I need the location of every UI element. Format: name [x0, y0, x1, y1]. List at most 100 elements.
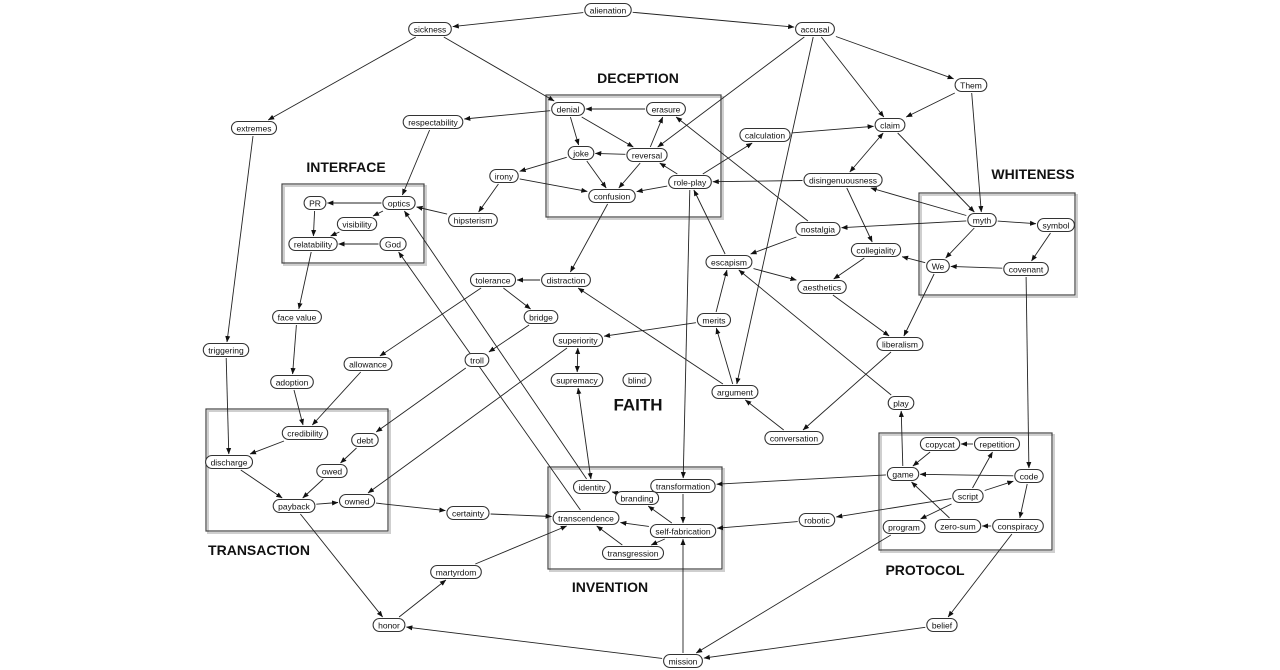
- node-conversation[interactable]: conversation: [764, 430, 824, 446]
- node-branding[interactable]: branding: [614, 490, 660, 506]
- node-extremes[interactable]: extremes: [230, 120, 278, 136]
- node-denial[interactable]: denial: [551, 101, 585, 117]
- node-we[interactable]: We: [926, 258, 950, 274]
- node-label: owned: [344, 497, 369, 507]
- node-blind[interactable]: blind: [622, 372, 652, 388]
- node-merits[interactable]: merits: [696, 312, 732, 328]
- edge-escapism-to-aesthetics: [753, 268, 797, 281]
- node-box: [338, 493, 376, 509]
- node-box: [372, 617, 406, 633]
- node-allowance[interactable]: allowance: [343, 356, 393, 372]
- node-mission[interactable]: mission: [663, 653, 703, 669]
- node-alienation[interactable]: alienation: [584, 2, 632, 18]
- group-box: [878, 432, 1053, 551]
- node-payback[interactable]: payback: [272, 498, 316, 514]
- node-disingenuousness[interactable]: disingenuousness: [803, 172, 883, 188]
- node-relatability[interactable]: relatability: [288, 236, 338, 252]
- node-hipsterism[interactable]: hipsterism: [448, 212, 498, 228]
- node-game[interactable]: game: [886, 466, 920, 482]
- node-irony[interactable]: irony: [489, 168, 519, 184]
- node-transgression[interactable]: transgression: [601, 545, 665, 561]
- node-zero-sum[interactable]: zero-sum: [934, 518, 982, 534]
- node-accusal[interactable]: accusal: [795, 21, 835, 37]
- node-pr[interactable]: PR: [303, 195, 327, 211]
- node-nostalgia[interactable]: nostalgia: [795, 221, 841, 237]
- node-covenant[interactable]: covenant: [1003, 261, 1049, 277]
- node-claim[interactable]: claim: [874, 117, 906, 133]
- node-certainty[interactable]: certainty: [446, 505, 490, 521]
- node-visibility[interactable]: visibility: [336, 216, 378, 232]
- edge-aesthetics-to-liberalism: [832, 294, 890, 337]
- node-discharge[interactable]: discharge: [205, 454, 254, 470]
- node-script[interactable]: script: [952, 488, 984, 504]
- edge-branding-to-identity: [611, 490, 619, 496]
- node-transcendence[interactable]: transcendence: [552, 510, 620, 526]
- group-shadow: [920, 194, 1078, 298]
- node-god[interactable]: God: [379, 236, 407, 252]
- node-transformation[interactable]: transformation: [650, 478, 716, 494]
- edge-argument-to-distraction: [577, 287, 724, 385]
- node-erasure[interactable]: erasure: [646, 101, 686, 117]
- edge-allowance-to-credibility: [311, 371, 362, 426]
- node-box: [850, 242, 902, 258]
- node-confusion[interactable]: confusion: [588, 188, 636, 204]
- node-calculation[interactable]: calculation: [739, 127, 791, 143]
- node-reversal[interactable]: reversal: [626, 147, 668, 163]
- node-sickness[interactable]: sickness: [408, 21, 452, 37]
- node-box: [408, 21, 452, 37]
- node-symbol[interactable]: symbol: [1036, 217, 1075, 233]
- node-debt[interactable]: debt: [351, 432, 379, 448]
- node-identity[interactable]: identity: [572, 479, 611, 495]
- node-myth[interactable]: myth: [967, 212, 997, 228]
- node-repetition[interactable]: repetition: [973, 436, 1021, 452]
- node-label: denial: [557, 105, 580, 115]
- edge-mission-to-honor: [406, 625, 663, 659]
- node-argument[interactable]: argument: [711, 384, 759, 400]
- node-owned[interactable]: owned: [338, 493, 376, 509]
- node-owed[interactable]: owed: [316, 463, 348, 479]
- group-box: [281, 183, 425, 264]
- edge-game-to-transformation: [716, 474, 886, 487]
- node-label: visibility: [342, 220, 372, 230]
- node-program[interactable]: program: [882, 519, 926, 535]
- edge-role-play-to-confusion: [636, 185, 668, 194]
- node-play[interactable]: play: [887, 395, 915, 411]
- node-face-value[interactable]: face value: [272, 309, 322, 325]
- node-aesthetics[interactable]: aesthetics: [797, 279, 847, 295]
- node-joke[interactable]: joke: [567, 145, 595, 161]
- node-label: God: [385, 240, 401, 250]
- node-respectability[interactable]: respectability: [402, 114, 464, 130]
- node-liberalism[interactable]: liberalism: [876, 336, 924, 352]
- node-conspiracy[interactable]: conspiracy: [992, 518, 1044, 534]
- node-box: [550, 372, 604, 388]
- node-belief[interactable]: belief: [926, 617, 958, 633]
- node-adoption[interactable]: adoption: [270, 374, 314, 390]
- node-tolerance[interactable]: tolerance: [469, 272, 517, 288]
- node-box: [764, 430, 824, 446]
- node-troll[interactable]: troll: [464, 352, 490, 368]
- node-robotic[interactable]: robotic: [798, 512, 836, 528]
- node-collegiality[interactable]: collegiality: [850, 242, 902, 258]
- node-martyrdom[interactable]: martyrdom: [430, 564, 482, 580]
- node-label: claim: [880, 121, 900, 131]
- node-box: [567, 145, 595, 161]
- node-superiority[interactable]: superiority: [552, 332, 604, 348]
- node-label: adoption: [276, 378, 309, 388]
- node-honor[interactable]: honor: [372, 617, 406, 633]
- node-optics[interactable]: optics: [382, 195, 416, 211]
- node-distraction[interactable]: distraction: [541, 272, 591, 288]
- node-self-fabrication[interactable]: self-fabrication: [649, 523, 717, 539]
- node-bridge[interactable]: bridge: [523, 309, 559, 325]
- node-supremacy[interactable]: supremacy: [550, 372, 604, 388]
- node-escapism[interactable]: escapism: [705, 254, 753, 270]
- node-copycat[interactable]: copycat: [919, 436, 961, 452]
- node-label: relatability: [294, 240, 333, 250]
- node-triggering[interactable]: triggering: [202, 342, 250, 358]
- node-label: role-play: [674, 178, 707, 188]
- node-them[interactable]: Them: [954, 77, 988, 93]
- node-credibility[interactable]: credibility: [281, 425, 329, 441]
- edge-self-fabrication-to-branding: [647, 505, 673, 524]
- node-role-play[interactable]: role-play: [668, 174, 712, 190]
- node-code[interactable]: code: [1014, 468, 1044, 484]
- node-box: [919, 436, 961, 452]
